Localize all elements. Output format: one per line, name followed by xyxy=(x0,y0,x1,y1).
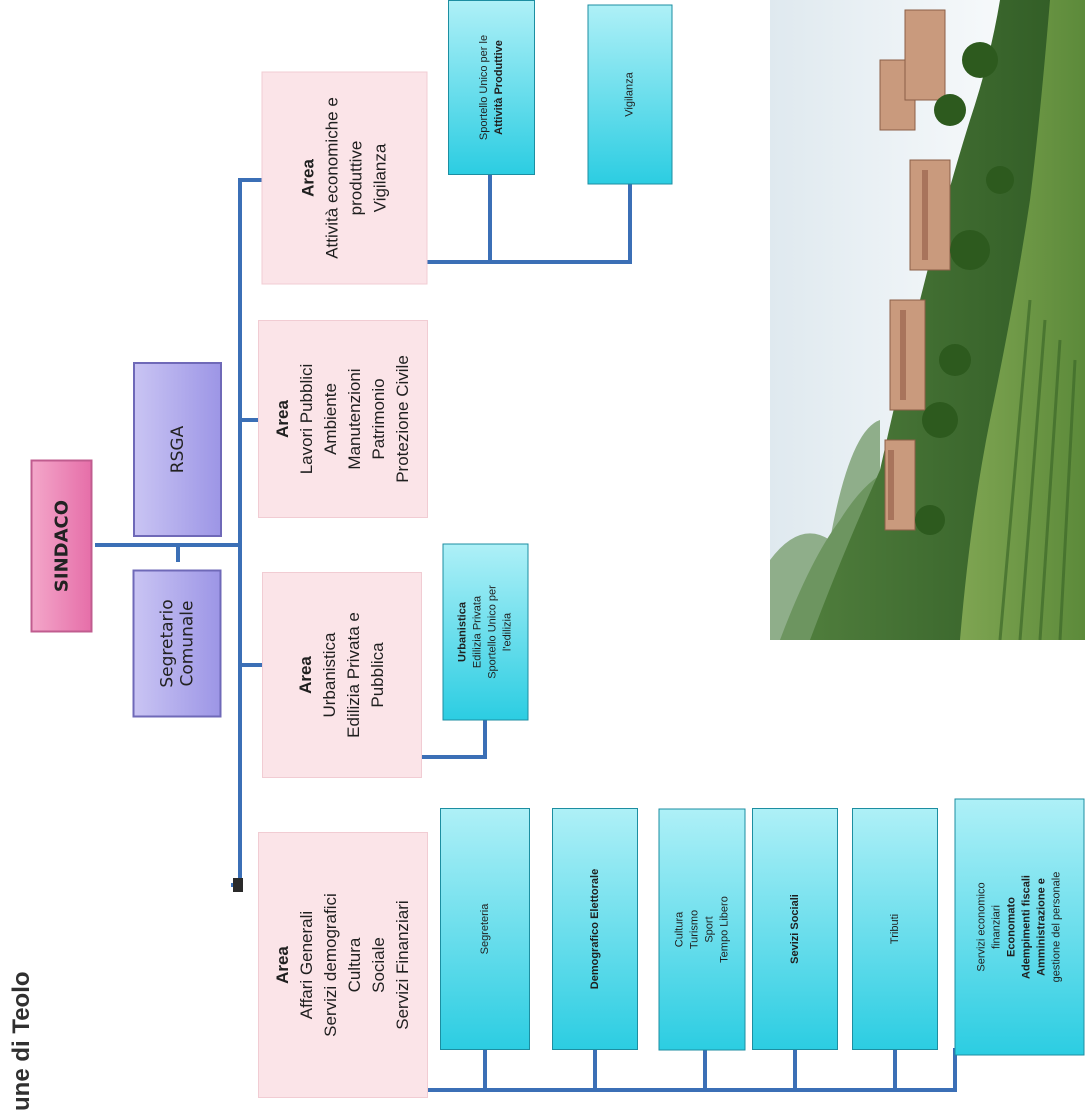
segretario-box: Segretario Comunale xyxy=(132,569,222,718)
area-lavori-line: Lavori Pubblici xyxy=(297,363,316,475)
area-urbanistica-line: Edilizia Privata e xyxy=(344,612,363,738)
service-suap-line: Sportello Unico per le xyxy=(477,34,490,141)
service-demografico-label: Demografico Elettorale xyxy=(588,868,601,990)
landscape-photo xyxy=(770,0,1085,640)
service-urbanistica-line: l'edilizia xyxy=(501,612,514,652)
sindaco-box: SINDACO xyxy=(30,459,93,633)
service-tributi: Tributi xyxy=(852,808,938,1050)
service-urbanistica-line: Sportello Unico per xyxy=(486,585,499,679)
service-segreteria: Segreteria xyxy=(440,808,530,1050)
area-attivita-line: produttive xyxy=(346,140,366,216)
service-economico-line: gestione del personale xyxy=(1050,871,1063,983)
area-lavori-line: Patrimonio xyxy=(369,378,388,460)
service-economico-line: Servizi economico xyxy=(975,882,988,972)
service-economico-line: finanziari xyxy=(990,905,1003,950)
service-economico-finanziari: Servizi economico finanziari Economato A… xyxy=(954,798,1085,1056)
service-tributi-label: Tributi xyxy=(888,913,901,945)
service-cultura-line: Cultura xyxy=(673,911,685,948)
sindaco-label: SINDACO xyxy=(51,499,72,593)
area-affari-title: Area xyxy=(273,946,292,984)
area-affari-line: Cultura xyxy=(345,937,364,993)
area-attivita-economiche: Area Attività economiche e produttive Vi… xyxy=(261,71,428,285)
area-affari-line: Affari Generali xyxy=(297,910,316,1020)
page-title: une di Teolo xyxy=(8,971,35,1111)
service-sociali-label: Sevizi Sociali xyxy=(788,894,801,964)
service-cultura-line: Sport xyxy=(703,916,715,943)
area-lavori-title: Area xyxy=(273,400,292,438)
service-urbanistica-line: Edilizia Privata xyxy=(471,595,484,669)
service-cultura-line: Tempo Libero xyxy=(718,896,730,963)
area-lavori-line: Protezione Civile xyxy=(393,355,412,483)
area-urbanistica-title: Area xyxy=(296,656,315,694)
rsga-box: RSGA xyxy=(133,362,222,537)
area-lavori-pubblici: Area Lavori Pubblici Ambiente Manutenzio… xyxy=(258,320,428,518)
area-attivita-line: Vigilanza xyxy=(370,143,390,213)
service-urbanistica: Urbanistica Edilizia Privata Sportello U… xyxy=(442,543,529,721)
area-affari-line: Servizi demografici xyxy=(321,893,340,1037)
area-urbanistica-line: Pubblica xyxy=(368,642,387,708)
service-cultura: Cultura Turismo Sport Tempo Libero xyxy=(658,808,746,1051)
service-cultura-line: Turismo xyxy=(688,909,700,950)
service-suap: Sportello Unico per le Attività Produtti… xyxy=(448,0,535,175)
area-lavori-line: Manutenzioni xyxy=(345,368,364,470)
segretario-line-2: Comunale xyxy=(177,600,197,687)
segretario-line-1: Segretario xyxy=(157,599,177,688)
service-vigilanza-label: Vigilanza xyxy=(623,72,636,117)
service-suap-line: Attività Produttive xyxy=(492,40,505,135)
area-affari-generali: Area Affari Generali Servizi demografici… xyxy=(258,832,428,1098)
service-economico-line: Amministrazione e xyxy=(1035,878,1048,976)
area-lavori-line: Ambiente xyxy=(321,383,340,455)
area-attivita-title: Area xyxy=(298,159,318,197)
area-affari-line: Sociale xyxy=(369,937,388,993)
service-sociali: Sevizi Sociali xyxy=(752,808,838,1050)
rsga-label: RSGA xyxy=(167,425,188,474)
service-vigilanza: Vigilanza xyxy=(587,4,673,185)
area-urbanistica-line: Urbanistica xyxy=(320,632,339,718)
landscape-illustration xyxy=(770,0,1085,640)
service-demografico: Demografico Elettorale xyxy=(552,808,638,1050)
area-affari-line: Servizi Finanziari xyxy=(393,900,412,1030)
service-economico-line: Adempimenti fiscali xyxy=(1020,875,1033,979)
area-attivita-line: Attività economiche e xyxy=(322,97,342,259)
service-economico-line: Economato xyxy=(1005,897,1018,957)
area-urbanistica: Area Urbanistica Edilizia Privata e Pubb… xyxy=(262,572,422,778)
service-urbanistica-line: Urbanistica xyxy=(456,602,469,662)
service-segreteria-label: Segreteria xyxy=(478,903,491,955)
